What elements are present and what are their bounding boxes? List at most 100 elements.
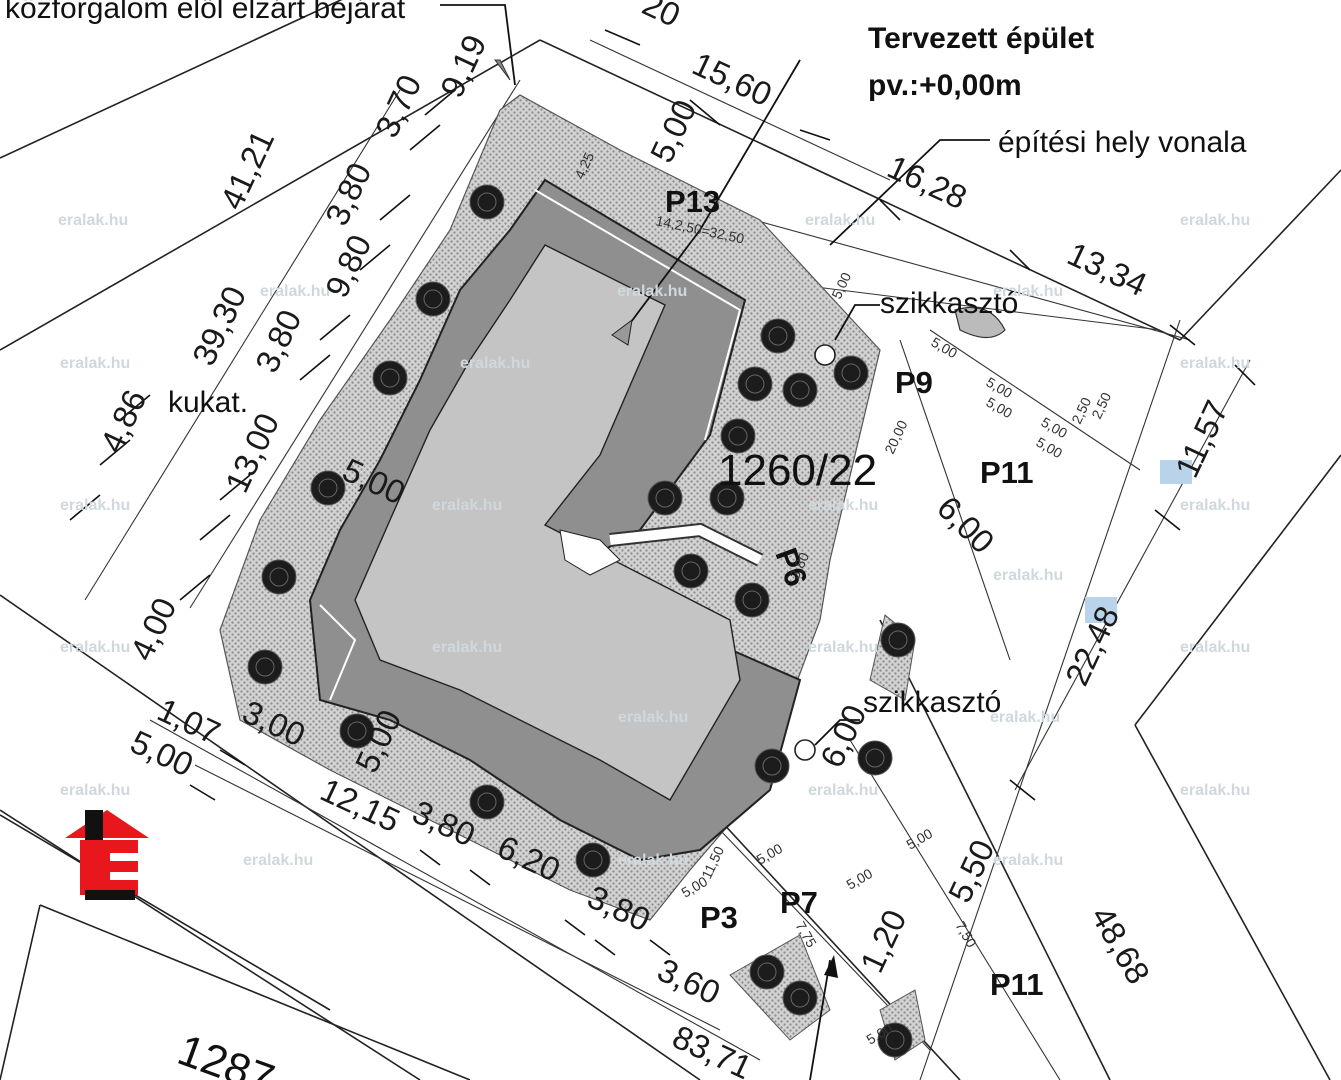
dim-left-13-00: 13,00 — [218, 407, 286, 497]
watermark-text: eralak.hu — [60, 497, 130, 514]
dim-small-20-00: 20,00 — [881, 418, 910, 457]
annotation-planned-building-title: Tervezett épület — [868, 22, 1094, 55]
tree-icon-ring — [477, 192, 497, 212]
tree-icon — [673, 553, 709, 589]
dim-small-2-50-b: 2,50 — [1088, 390, 1114, 422]
green-area-hatched-small — [729, 934, 831, 1041]
tree-icon-ring — [423, 289, 443, 309]
tree-icon-ring — [790, 380, 810, 400]
logo-e-body — [80, 840, 138, 895]
dim-left-4-86: 4,86 — [93, 384, 154, 458]
arrow-head-entrance — [494, 59, 511, 81]
dim-right-48-68: 48,68 — [1084, 900, 1157, 990]
highlight-22-48 — [1085, 597, 1117, 623]
logo-roof — [65, 810, 149, 838]
tree-icon-ring — [717, 488, 737, 508]
tree-icon — [833, 355, 869, 391]
watermark-text: eralak.hu — [990, 709, 1060, 726]
tree-icon-ring — [728, 426, 748, 446]
tree-icon-ring — [347, 721, 367, 741]
dim-top-13-34: 13,34 — [1062, 235, 1152, 303]
tree-icon-ring — [790, 988, 810, 1008]
watermark-text: eralak.hu — [60, 639, 130, 656]
tree-icon — [720, 418, 756, 454]
parcel-neighbour-number: 1287 — [172, 1025, 281, 1080]
eralak-logo — [65, 810, 149, 900]
tree-icon-ring — [762, 756, 782, 776]
tree-icon-ring — [269, 567, 289, 587]
watermark-text: eralak.hu — [58, 212, 128, 229]
tree-icon-ring — [583, 850, 603, 870]
annotation-planned-building-level: pv.:+0,00m — [868, 69, 1022, 102]
watermark-text: eralak.hu — [618, 709, 688, 726]
dim-left-41-21: 41,21 — [213, 124, 281, 214]
tree-icon-ring — [888, 630, 908, 650]
tree-icon — [880, 622, 916, 658]
logo-e-gap-2 — [110, 872, 138, 880]
tree-icon — [734, 582, 770, 618]
parcel-main-number: 1260/22 — [718, 446, 877, 495]
watermark-text: eralak.hu — [808, 639, 878, 656]
tree-icon — [339, 713, 375, 749]
dim-bottom-83-71: 83,71 — [667, 1018, 757, 1080]
arrow-head-bottom — [824, 955, 838, 978]
logo-e-gap-1 — [110, 853, 138, 861]
parking-label-p3: P3 — [700, 900, 738, 935]
dim-left-9-80: 9,80 — [318, 229, 379, 303]
dim-right-1-20: 1,20 — [853, 904, 914, 978]
tree-icon-ring — [477, 792, 497, 812]
building-offset-line-2 — [319, 604, 357, 701]
watermark-text: eralak.hu — [432, 639, 502, 656]
highlight-11-57 — [1160, 460, 1192, 484]
watermark-text: eralak.hu — [993, 852, 1063, 869]
soakaway-top-shape — [954, 306, 1006, 339]
watermark-text: eralak.hu — [808, 782, 878, 799]
dim-right-11-57: 11,57 — [1168, 395, 1235, 483]
parking-label-p7: P7 — [780, 885, 818, 920]
dim-left-39-30: 39,30 — [185, 280, 253, 370]
arrow-head-building — [611, 318, 633, 346]
dim-left-3-80-a: 3,80 — [248, 304, 309, 378]
watermark-text: eralak.hu — [1180, 497, 1250, 514]
dim-small-5-00-i: 5,00 — [984, 394, 1016, 422]
dim-left-3-70: 3,70 — [368, 69, 429, 143]
tree-icon — [782, 980, 818, 1016]
annotation-building-line: építési hely vonala — [998, 126, 1247, 159]
watermark-text: eralak.hu — [1180, 639, 1250, 656]
tree-icon — [647, 480, 683, 516]
watermarks: eralak.hu eralak.hu eralak.hu eralak.hu eral… — [58, 212, 1250, 869]
dim-bottom-3-60: 3,60 — [652, 951, 726, 1012]
dim-right-6-00-a: 6,00 — [930, 489, 1002, 561]
tree-icon — [709, 480, 745, 516]
tree-icon-ring — [318, 478, 338, 498]
tree-icon-ring — [655, 488, 675, 508]
tree-icon — [782, 372, 818, 408]
tree-icon — [857, 740, 893, 776]
tree-icon-ring — [255, 657, 275, 677]
entrance-ramp-fill — [609, 524, 763, 565]
watermark-text: eralak.hu — [805, 212, 875, 229]
tree-icon — [469, 784, 505, 820]
building-inner — [354, 244, 741, 801]
watermark-text: eralak.hu — [260, 283, 330, 300]
tree-icon-ring — [742, 590, 762, 610]
logo-l-base — [85, 890, 135, 900]
tree-icon-ring — [681, 561, 701, 581]
tree-icon — [737, 366, 773, 402]
dim-small-5-00-b: 5,00 — [929, 334, 961, 362]
tree-icon-ring — [865, 748, 885, 768]
annotation-entrance: közforgalom elől elzárt bejárat — [5, 0, 406, 25]
trees — [247, 184, 916, 1058]
watermark-text: eralak.hu — [243, 852, 313, 869]
parking-label-p11-bottom: P11 — [990, 967, 1043, 1002]
annotation-soakaway-bottom: szikkasztó — [863, 686, 1001, 719]
annotation-bins: kukat. — [168, 386, 248, 419]
watermark-text: eralak.hu — [60, 782, 130, 799]
parking-label-p11-top: P11 — [980, 455, 1033, 490]
tree-icon — [261, 559, 297, 595]
building-offset-line — [534, 189, 742, 441]
tree-icon — [877, 1022, 913, 1058]
dim-small-5-00-g: 5,00 — [844, 865, 876, 893]
annotation-arrows — [440, 4, 990, 1080]
